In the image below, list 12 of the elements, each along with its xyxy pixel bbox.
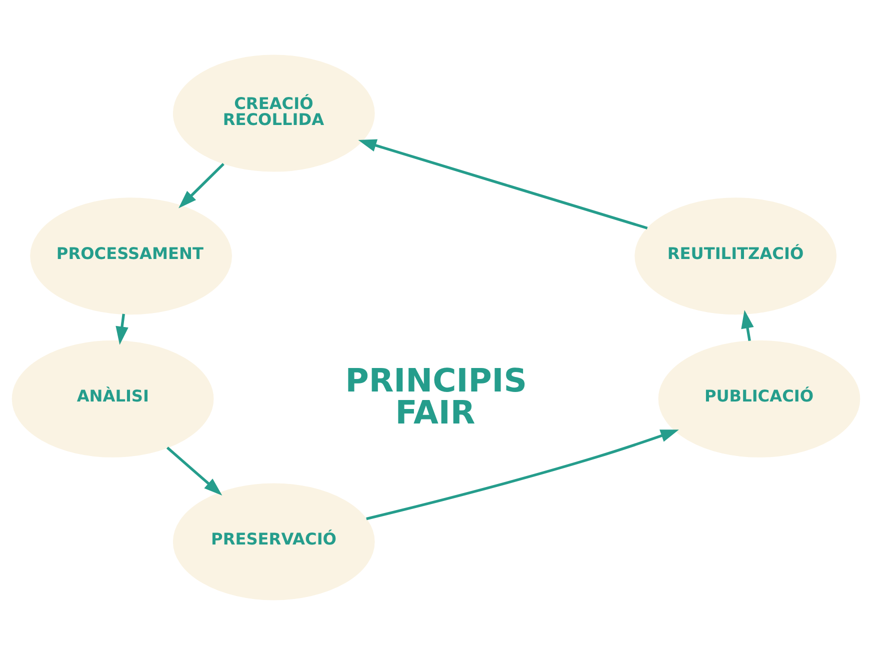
arrow	[166, 446, 222, 496]
node-ellipse: REUTILITZACIÓ	[634, 198, 837, 315]
node-ellipse: CREACIÓ RECOLLIDA	[172, 54, 375, 172]
label: PRINCIPIS FAIR	[345, 361, 527, 432]
arrow	[178, 163, 224, 208]
node-ellipse: PRESERVACIÓ	[172, 483, 375, 600]
arrow	[116, 314, 128, 345]
node-ellipse: ANÀLISI	[12, 340, 214, 458]
arrow	[741, 310, 754, 342]
arrow	[358, 139, 648, 230]
node-ellipse: PROCESSAMENT	[30, 198, 232, 315]
arrow	[366, 430, 679, 520]
